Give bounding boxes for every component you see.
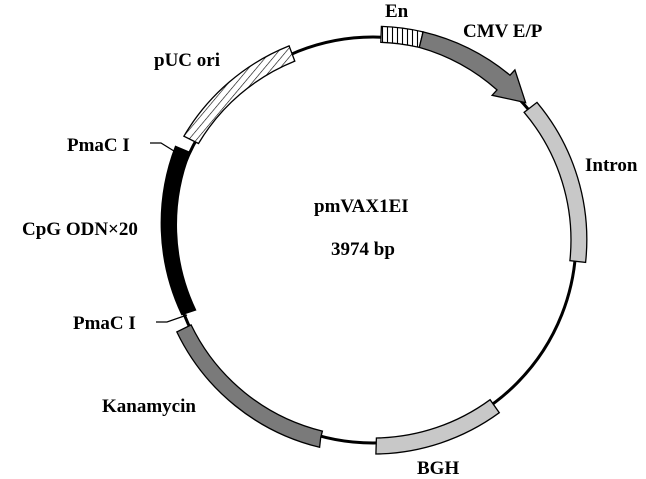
pmac-top-label: PmaC I [67, 135, 130, 156]
cmv-ep-label: CMV E/P [463, 21, 543, 42]
cmv-ep-arrow [418, 31, 527, 104]
pmac-bottom-leader [156, 314, 188, 323]
kanamycin-label: Kanamycin [102, 396, 196, 417]
cpg-odn-label: CpG ODN×20 [22, 219, 138, 240]
pmac-top-leader [150, 142, 183, 157]
puc-ori-segment [182, 45, 296, 145]
kanamycin-arrow [175, 324, 324, 449]
bgh-segment [375, 398, 501, 455]
intron-segment [523, 101, 588, 264]
pmac-bottom-label: PmaC I [73, 313, 136, 334]
plasmid-size: 3974 bp [331, 239, 395, 260]
en-segment [380, 25, 424, 49]
puc-ori-label: pUC ori [154, 50, 220, 71]
plasmid-name: pmVAX1EI [314, 196, 409, 217]
bgh-label: BGH [417, 458, 459, 479]
cpg-odn-segment [160, 145, 197, 316]
en-label: En [385, 1, 409, 22]
intron-label: Intron [585, 155, 638, 176]
